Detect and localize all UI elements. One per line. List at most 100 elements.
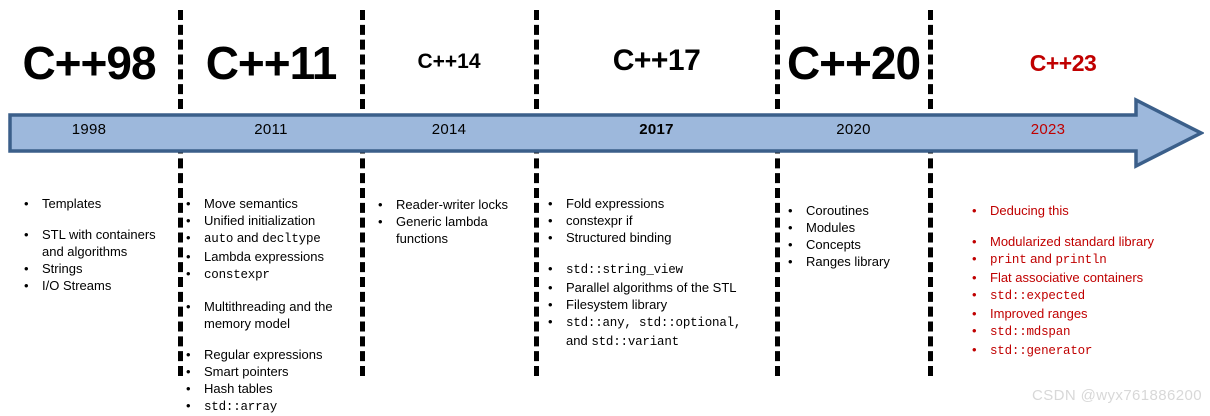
year-label-2014: 2014 — [431, 121, 467, 138]
feature-text: Generic lambda — [396, 213, 534, 230]
feature-item: functions — [378, 230, 534, 247]
feature-text: auto and decltype — [204, 229, 358, 248]
feature-text: std::mdspan — [990, 322, 1204, 341]
feature-text: std::array — [204, 397, 358, 416]
feature-list-cpp14: •Reader-writer locks• Generic lambda funct… — [378, 196, 534, 247]
feature-text: Strings — [42, 260, 174, 277]
feature-text: Modules — [806, 219, 928, 236]
text-token: Unified initialization — [204, 213, 316, 228]
feature-item: • Generic lambda — [378, 213, 534, 230]
era-title-cpp98: C++98 — [22, 37, 156, 89]
feature-item: •std::array — [186, 397, 358, 416]
feature-text: and std::variant — [566, 332, 774, 351]
feature-text: STL with containers — [42, 226, 174, 243]
text-token: Reader-writer locks — [396, 197, 508, 212]
text-token: Coroutines — [806, 203, 869, 218]
era-divider-2014-2017 — [534, 10, 539, 376]
bullet-icon: • — [972, 287, 977, 302]
text-token: Hash tables — [204, 381, 273, 396]
bullet-icon: • — [186, 347, 191, 362]
feature-item: •std::mdspan — [972, 322, 1204, 341]
bullet-icon: • — [788, 237, 793, 252]
text-token: Modules — [806, 220, 856, 235]
text-token: memory model — [204, 316, 290, 331]
feature-text: Unified initialization — [204, 212, 358, 229]
feature-text: Fold expressions — [566, 195, 774, 212]
text-token: functions — [396, 231, 449, 246]
feature-item: •Parallel algorithms of the STL — [548, 279, 774, 296]
feature-item: and algorithms — [24, 243, 174, 260]
code-token: decltype — [262, 232, 321, 246]
feature-item: •Strings — [24, 260, 174, 277]
text-token: Templates — [42, 196, 102, 211]
bullet-icon: • — [972, 342, 977, 357]
text-token: Generic lambda — [396, 214, 488, 229]
code-token: std::variant — [591, 335, 679, 349]
text-token: Structured binding — [566, 230, 672, 245]
feature-list-cpp11: •Move semantics•Unified initialization•a… — [186, 195, 358, 416]
code-token: std::expected — [990, 289, 1085, 303]
bullet-icon: • — [186, 364, 191, 379]
text-token: STL with containers — [42, 227, 156, 242]
bullet-icon: • — [378, 214, 383, 229]
text-token: and — [566, 333, 592, 348]
bullet-icon: • — [548, 213, 553, 228]
feature-item: memory model — [186, 315, 358, 332]
feature-item: •constexpr — [186, 265, 358, 284]
feature-text: Flat associative containers — [990, 269, 1204, 286]
feature-item: •Reader-writer locks — [378, 196, 534, 213]
bullet-icon: • — [972, 251, 977, 266]
feature-text: std::any, std::optional, — [566, 313, 774, 332]
feature-text: I/O Streams — [42, 277, 174, 294]
era-title-cpp20: C++20 — [786, 37, 921, 89]
feature-text: memory model — [204, 315, 358, 332]
feature-item: • std::string_view — [548, 260, 774, 279]
bullet-icon: • — [186, 299, 191, 314]
feature-item: •STL with containers — [24, 226, 174, 243]
feature-text: Regular expressions — [204, 346, 358, 363]
feature-text: Hash tables — [204, 380, 358, 397]
text-token: and algorithms — [42, 244, 128, 259]
feature-list-cpp17: •Fold expressions•constexpr if•Structure… — [548, 195, 774, 351]
bullet-icon: • — [788, 220, 793, 235]
bullet-icon: • — [548, 230, 553, 245]
feature-text: Structured binding — [566, 229, 774, 246]
bullet-icon: • — [548, 314, 553, 329]
bullet-icon: • — [788, 203, 793, 218]
feature-text: Concepts — [806, 236, 928, 253]
timeline-arrow — [8, 97, 1204, 169]
code-token: print — [990, 253, 1027, 267]
code-token: auto — [204, 232, 234, 246]
feature-text: std::string_view — [566, 260, 774, 279]
text-token: Strings — [42, 261, 83, 276]
feature-text: Modularized standard library — [990, 233, 1204, 250]
bullet-icon: • — [186, 266, 191, 281]
feature-text: Lambda expressions — [204, 248, 358, 265]
feature-item: •Unified initialization — [186, 212, 358, 229]
code-token: std::mdspan — [990, 325, 1071, 339]
bullet-icon: • — [548, 280, 553, 295]
text-token: Lambda expressions — [204, 249, 324, 264]
bullet-icon: • — [186, 381, 191, 396]
feature-item: • Modules — [788, 219, 928, 236]
feature-item: and std::variant — [548, 332, 774, 351]
feature-item: • Modularized standard library — [972, 233, 1204, 250]
year-label-2020: 2020 — [836, 121, 871, 138]
feature-item: •std::generator — [972, 341, 1204, 360]
era-divider-2017-2020 — [775, 10, 780, 376]
feature-text: Filesystem library — [566, 296, 774, 313]
bullet-icon: • — [972, 234, 977, 249]
bullet-icon: • — [548, 196, 553, 211]
year-label-2011: 2011 — [254, 121, 288, 138]
feature-text: Deducing this — [990, 202, 1204, 219]
feature-text: and algorithms — [42, 243, 174, 260]
feature-item: • Multithreading and the — [186, 298, 358, 315]
feature-item: • Concepts — [788, 236, 928, 253]
era-title-cpp14: C++14 — [417, 50, 481, 73]
feature-item: • Regular expressions — [186, 346, 358, 363]
era-divider-2011-2014 — [360, 10, 365, 376]
bullet-icon: • — [548, 261, 553, 276]
bullet-icon: • — [24, 196, 29, 211]
text-token: Multithreading and the — [204, 299, 333, 314]
